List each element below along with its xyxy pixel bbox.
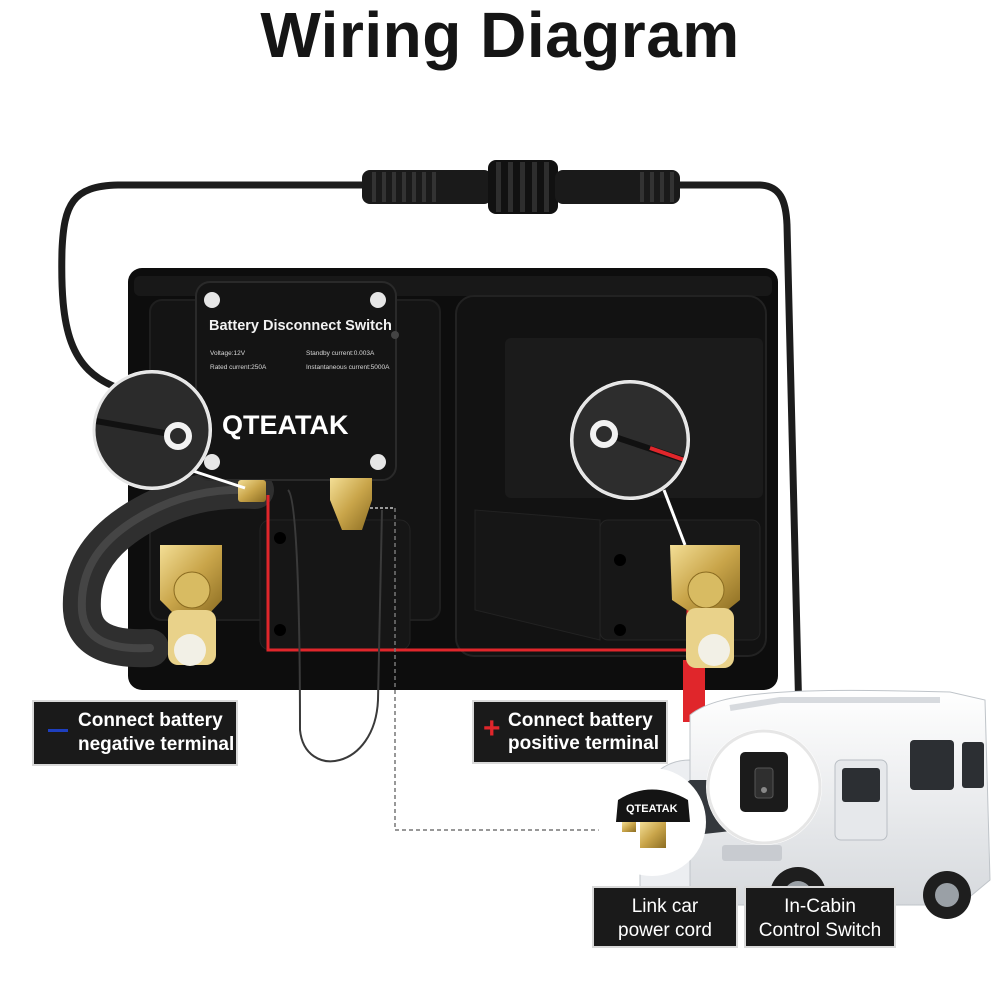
negative-mark-icon — [48, 729, 68, 732]
spec-voltage: Voltage:12V — [210, 350, 246, 357]
ring-terminal-icon — [92, 370, 246, 490]
power-cord-line2: power cord — [618, 920, 712, 941]
positive-label-line2: positive terminal — [508, 733, 659, 754]
negative-label-line2: negative terminal — [78, 734, 235, 755]
switch-device-thumbnail: QTEATAK — [598, 768, 706, 876]
negative-label-line1: Connect battery — [78, 710, 223, 731]
brand-logo: QTEATAK — [222, 410, 349, 440]
device-name: Battery Disconnect Switch — [209, 318, 392, 334]
page-title: Wiring Diagram — [260, 0, 740, 71]
spec-instantaneous-current: Instantaneous current:5000A — [306, 364, 390, 371]
negative-terminal-label: Connect battery negative terminal — [32, 700, 238, 766]
cabin-switch-line1: In-Cabin — [784, 896, 856, 917]
spec-standby-current: Standby current:0.003A — [306, 350, 375, 357]
positive-terminal-label: + Connect battery positive terminal — [472, 700, 668, 764]
cabin-switch-line2: Control Switch — [758, 920, 882, 941]
cabin-switch-label: In-Cabin Control Switch — [744, 886, 896, 948]
disconnect-switch-body — [195, 281, 399, 481]
negative-terminal-clamp — [160, 545, 222, 666]
positive-terminal-clamp — [670, 545, 740, 668]
positive-label-line1: Connect battery — [508, 710, 653, 731]
power-cord-label: Link car power cord — [592, 886, 738, 948]
mini-brand-text: QTEATAK — [626, 803, 678, 815]
spec-rated-current: Rated current:250A — [210, 364, 267, 371]
power-cord-line1: Link car — [631, 896, 699, 917]
connector-plug-icon — [362, 160, 680, 214]
ring-terminal-icon — [570, 380, 690, 546]
positive-mark-icon: + — [483, 712, 501, 745]
switch-panel-icon — [706, 729, 822, 845]
